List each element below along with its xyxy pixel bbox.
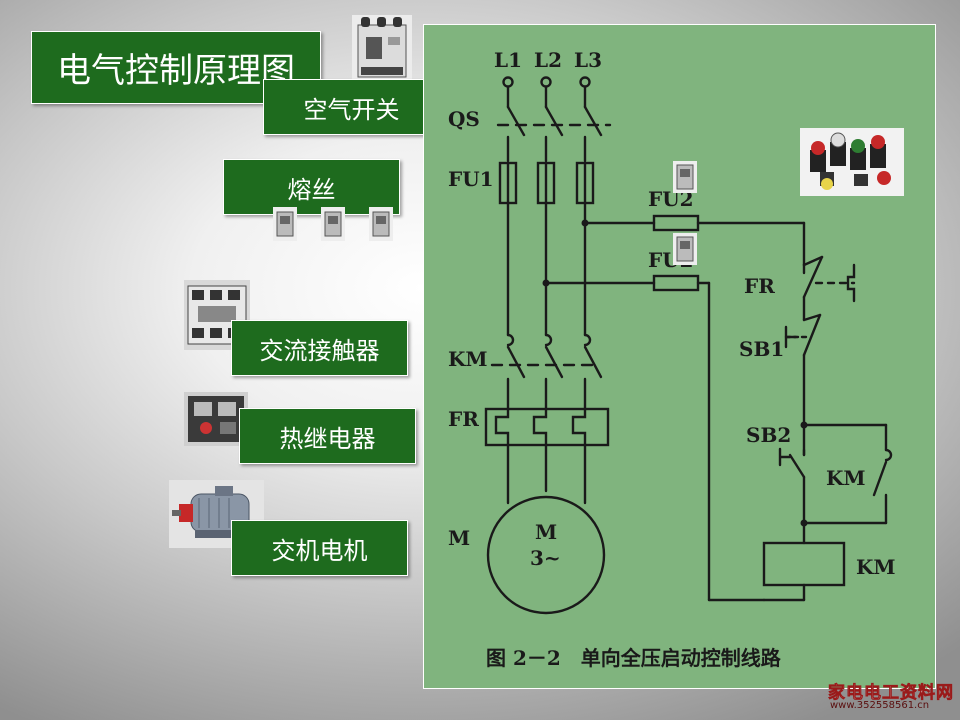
motor-label-m: M [448,526,470,550]
fuse-label: 熔丝 [223,159,400,215]
push-buttons-photo [800,128,904,196]
diagram-caption: 图 2－2 单向全压启动控制线路 [486,646,782,670]
sb2-label: SB2 [746,423,791,447]
watermark-url: www.352558561.cn [830,700,930,711]
fu2-lower-photo [673,233,697,265]
circuit-diagram: L1 L2 L3 QS FU1 FU2 FU2 KM FR M M 3~ FR … [448,48,896,670]
qs-label: QS [448,107,480,131]
motor-label: 交机电机 [231,520,408,576]
thermal-relay-photo [184,392,248,446]
fuse-photo-3 [369,207,393,241]
km-aux-label: KM [826,466,866,490]
motor-symbol: M [535,520,557,544]
air-switch-label: 空气开关 [263,79,440,135]
fu2-upper-photo [673,161,697,193]
fuse-photo-2 [321,207,345,241]
km-coil-label: KM [856,555,896,579]
motor-phase: 3~ [530,546,561,570]
phase-label-l3: L3 [574,48,602,72]
slide-title: 电气控制原理图 [31,31,321,104]
circuit-diagram-panel: L1 L2 L3 QS FU1 FU2 FU2 KM FR M M 3~ FR … [423,24,936,689]
fr-main-label: FR [448,407,479,431]
sb1-label: SB1 [739,337,784,361]
phase-label-l1: L1 [494,48,522,72]
fr-contact-label: FR [744,274,775,298]
km-main-label: KM [448,347,488,371]
air-switch-photo [352,15,412,81]
phase-label-l2: L2 [534,48,562,72]
watermark-site-name: 家电电工资料网 [828,683,954,704]
fu1-label: FU1 [448,167,494,191]
contactor-label: 交流接触器 [231,320,408,376]
thermal-relay-label: 热继电器 [239,408,416,464]
fuse-photo-1 [273,207,297,241]
